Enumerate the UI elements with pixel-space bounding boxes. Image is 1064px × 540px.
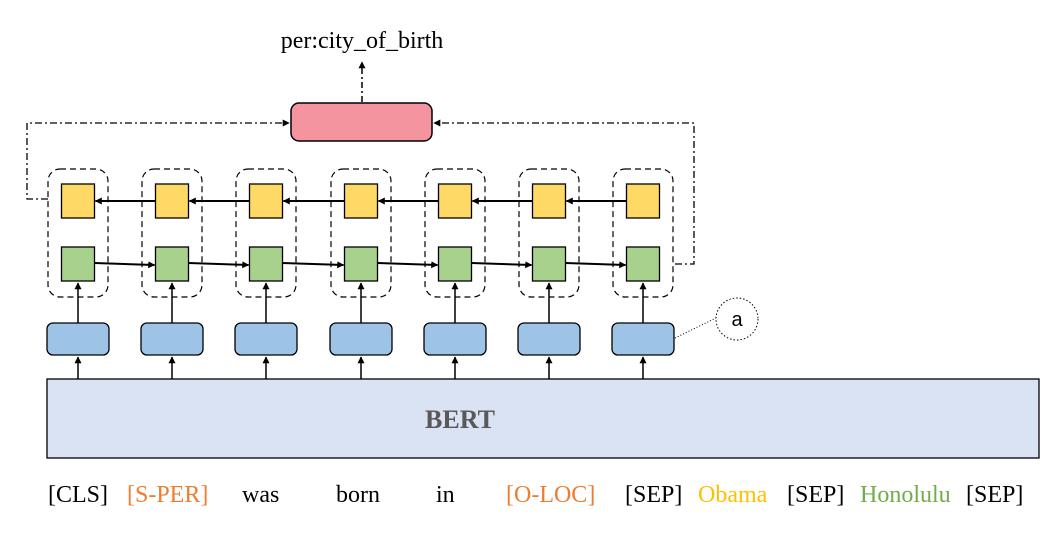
input-token-sequence: [CLS] [S-PER] was born in [O-LOC] [SEP] Obama [S… (48, 482, 1023, 508)
input-token: [S-PER] (127, 482, 208, 508)
backward-lstm-cell (531, 183, 567, 219)
token-embedding-box (140, 322, 204, 356)
forward-lstm-cell (248, 246, 284, 282)
forward-lstm-cell (60, 246, 96, 282)
forward-recurrence-arrow (471, 261, 533, 269)
input-token: [SEP] (625, 482, 682, 508)
token-embedding-box (423, 322, 487, 356)
relation-classifier-box (290, 102, 433, 142)
backward-lstm-cell (154, 183, 190, 219)
token-embedding-box (329, 322, 393, 356)
forward-recurrence-arrow (282, 261, 345, 269)
bert-label: BERT (425, 405, 495, 434)
backward-lstm-cell (343, 183, 379, 219)
input-token: [SEP] (966, 482, 1023, 508)
forward-recurrence-arrow (377, 261, 439, 269)
backward-lstm-cell (437, 183, 473, 219)
bert-encoder-box (46, 378, 1040, 459)
forward-recurrence-arrow (188, 261, 250, 269)
input-token: [CLS] (48, 482, 108, 508)
input-token: born (336, 482, 380, 508)
token-embedding-box (46, 322, 110, 356)
backward-lstm-cell (248, 183, 284, 219)
forward-lstm-cell (531, 246, 567, 282)
backward-lstm-cell (625, 183, 661, 219)
input-token: was (242, 482, 279, 508)
output-label: per:city_of_birth (281, 28, 444, 54)
input-token: Obama (698, 482, 768, 508)
left-connector-to-classifier (26, 119, 290, 200)
token-embedding-box (517, 322, 581, 356)
forward-recurrence-arrow (94, 261, 156, 269)
callout-leader-line (674, 317, 717, 339)
token-embedding-box (234, 322, 298, 356)
input-token: [SEP] (787, 482, 844, 508)
input-token: in (436, 482, 455, 508)
callout-circle (715, 297, 759, 341)
forward-lstm-cell (437, 246, 473, 282)
forward-lstm-cell (343, 246, 379, 282)
input-token: Honolulu (860, 482, 951, 508)
right-connector-to-classifier (433, 119, 695, 265)
callout-label: a (731, 309, 743, 331)
forward-recurrence-arrow (565, 261, 627, 269)
forward-lstm-cell (154, 246, 190, 282)
input-token: [O-LOC] (506, 482, 595, 508)
backward-lstm-cell (60, 183, 96, 219)
forward-lstm-cell (625, 246, 661, 282)
token-embedding-box (611, 322, 675, 356)
